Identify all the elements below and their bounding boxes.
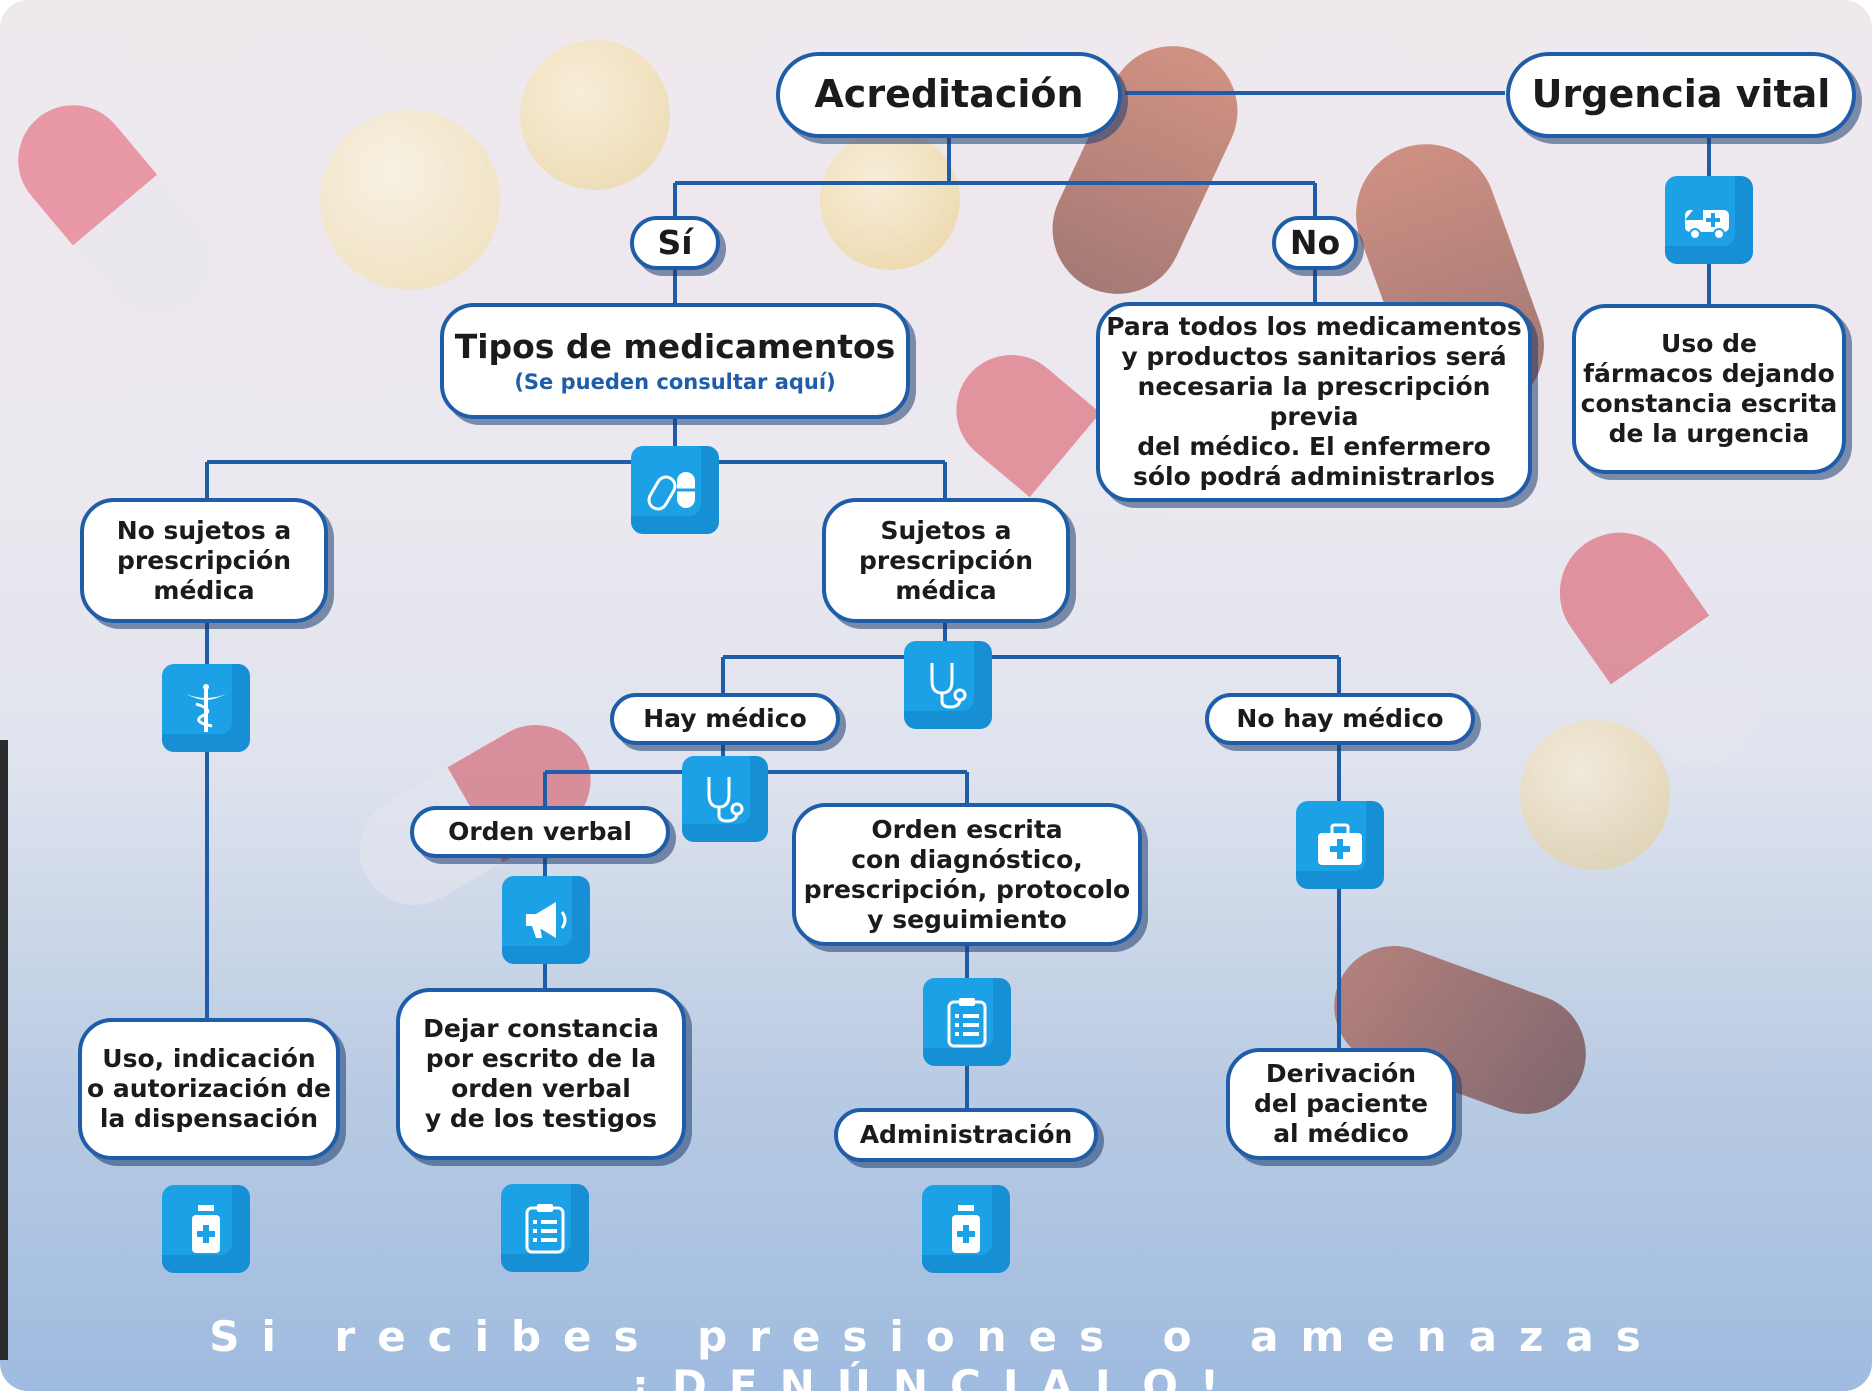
node-no-hay-medico: No hay médico [1205,693,1475,745]
node-si: Sí [630,216,720,270]
node-sujetos: Sujetos a prescripción médica [822,498,1070,623]
bg-pill-decoration [0,82,235,338]
bg-pill-decoration [320,110,500,290]
node-dejar-constancia: Dejar constancia por escrito de la orden… [396,988,686,1160]
tipos-title: Tipos de medicamentos [454,326,896,366]
footer-slogan: Si recibes presiones o amenazas ¡DENÚNCI… [209,1312,1663,1391]
node-no-text: Para todos los medicamentos y productos … [1096,302,1532,502]
node-no-sujetos: No sujetos a prescripción médica [80,498,328,623]
bg-pill-decoration [520,40,670,190]
caduceus-icon [162,664,250,752]
stethoscope-icon [682,756,768,842]
left-edge-bar [0,740,8,1360]
ambulance-icon [1665,176,1753,264]
node-tipos-medicamentos: Tipos de medicamentos (Se pueden consult… [440,303,910,419]
stethoscope-icon [904,641,992,729]
node-orden-verbal: Orden verbal [410,806,670,858]
first-aid-kit-icon [1296,801,1384,889]
medicine-bottle-icon [922,1185,1010,1273]
node-hay-medico: Hay médico [610,693,840,745]
node-no: No [1272,216,1358,270]
node-administracion: Administración [834,1108,1098,1162]
megaphone-icon [502,876,590,964]
consult-here-link[interactable]: (Se pueden consultar aquí) [514,370,836,395]
pills-icon [631,446,719,534]
node-uso-indicacion: Uso, indicación o autorización de la dis… [78,1018,340,1160]
node-acreditacion: Acreditación [776,52,1122,138]
clipboard-list-icon [923,978,1011,1066]
bg-pill-decoration [820,130,960,270]
node-urgencia-text: Uso de fármacos dejando constancia escri… [1572,304,1846,474]
node-derivacion: Derivación del paciente al médico [1226,1048,1456,1160]
node-urgencia-vital: Urgencia vital [1506,52,1856,138]
medicine-bottle-icon [162,1185,250,1273]
node-orden-escrita: Orden escrita con diagnóstico, prescripc… [792,803,1142,946]
bg-pill-decoration [1520,720,1670,870]
clipboard-list-icon [501,1184,589,1272]
